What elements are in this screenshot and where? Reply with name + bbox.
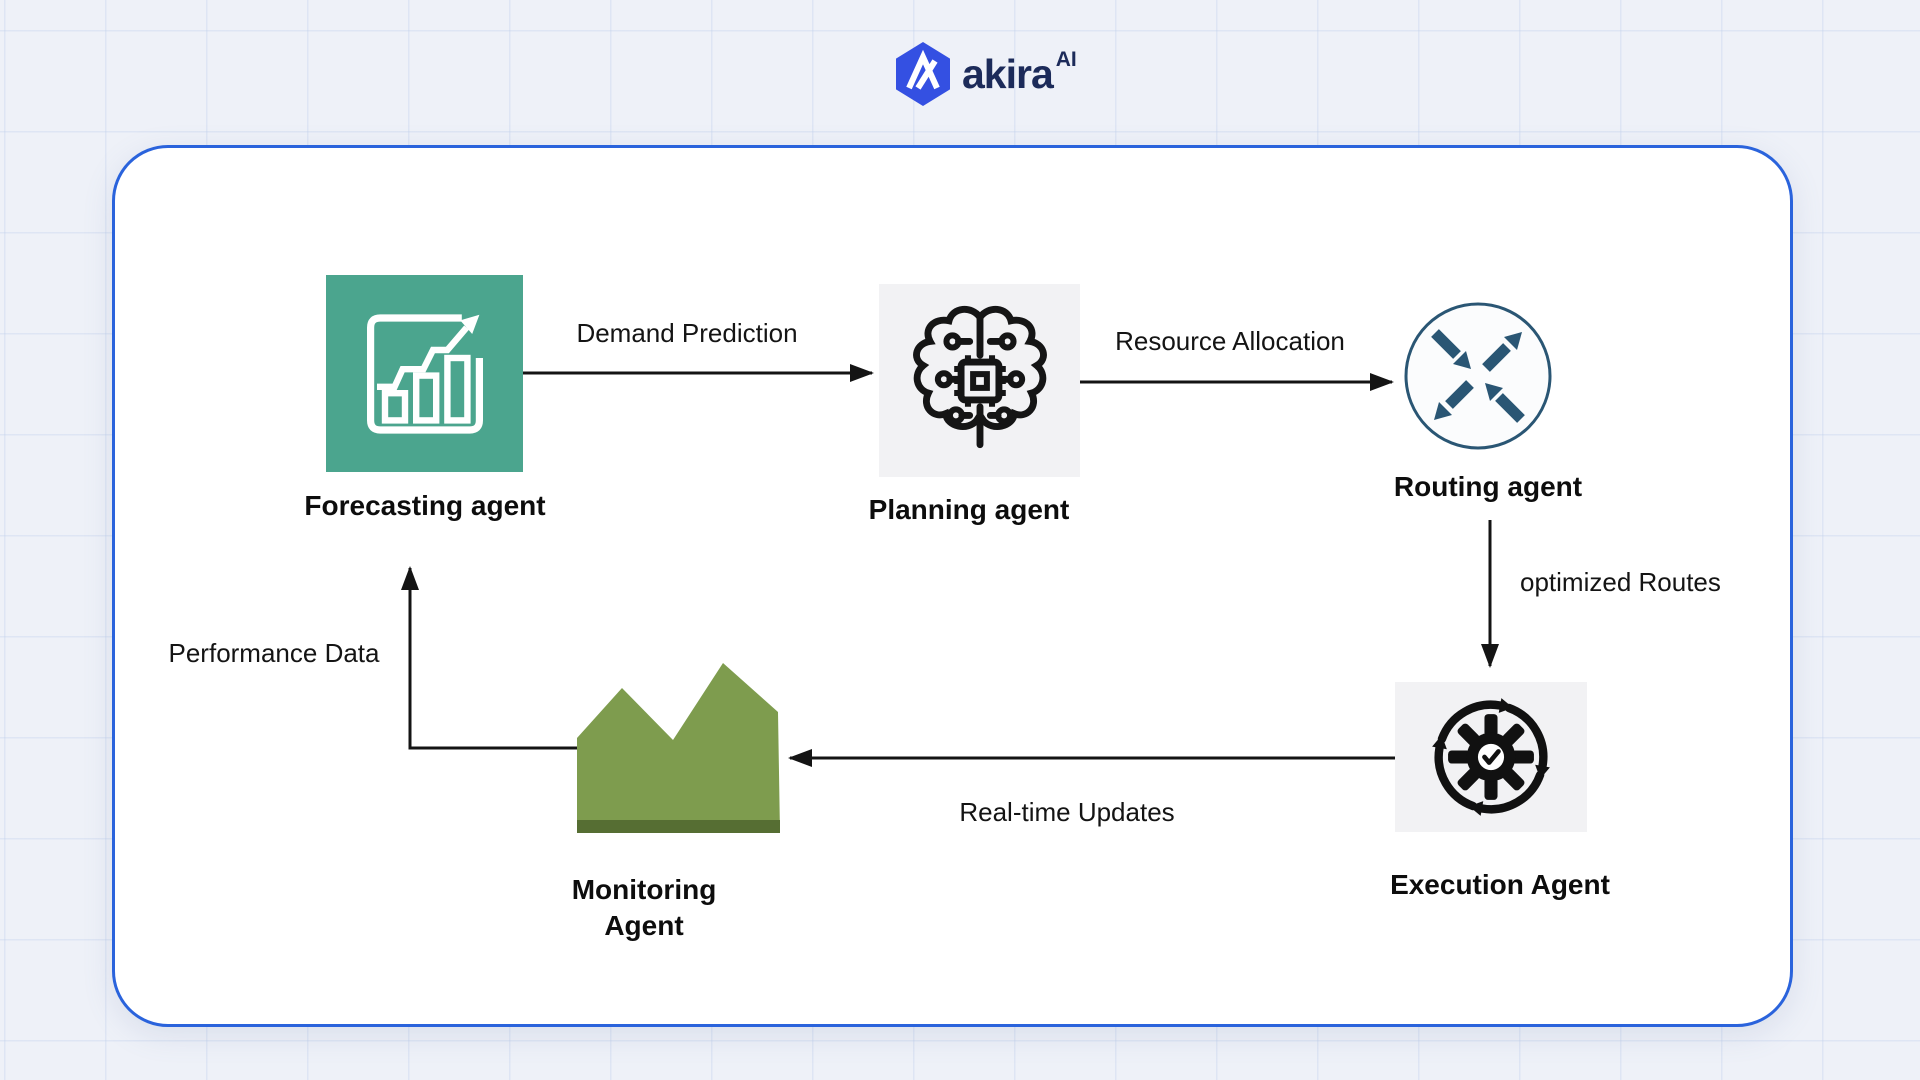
routing-agent-label: Routing agent [1393, 471, 1583, 502]
edge-label-resource-allocation: Resource Allocation [1115, 326, 1345, 356]
gear-sync-icon [1432, 698, 1550, 816]
mountain-area-icon [577, 663, 780, 833]
monitoring-agent-label: Monitoring Agent [571, 874, 717, 941]
edge-label-demand-prediction: Demand Prediction [576, 318, 798, 348]
routing-agent-node [1403, 301, 1553, 451]
edge-label-real-time-updates: Real-time Updates [959, 797, 1175, 827]
brain-chip-icon [912, 305, 1047, 448]
brand-wordmark: akira AI [962, 42, 1077, 106]
edge-label-performance-data: Performance Data [168, 638, 380, 668]
bar-chart-growth-icon [366, 313, 483, 434]
forecasting-agent-node [326, 275, 523, 472]
execution-agent-label: Execution Agent [1390, 869, 1610, 900]
monitoring-agent-node [577, 663, 780, 833]
akira-logo-icon [896, 42, 950, 106]
route-arrows-icon [1404, 302, 1552, 450]
planning-agent-label: Planning agent [868, 494, 1070, 525]
brand-superscript: AI [1055, 48, 1077, 71]
brand-name: akira [962, 51, 1054, 97]
forecasting-agent-label: Forecasting agent [304, 490, 546, 521]
execution-agent-node [1395, 682, 1587, 832]
edge-label-optimized-routes: optimized Routes [1520, 567, 1721, 597]
stylized-a-glyph [906, 49, 940, 90]
planning-agent-node [879, 284, 1080, 477]
brand-logo: akira AI [896, 42, 1077, 106]
